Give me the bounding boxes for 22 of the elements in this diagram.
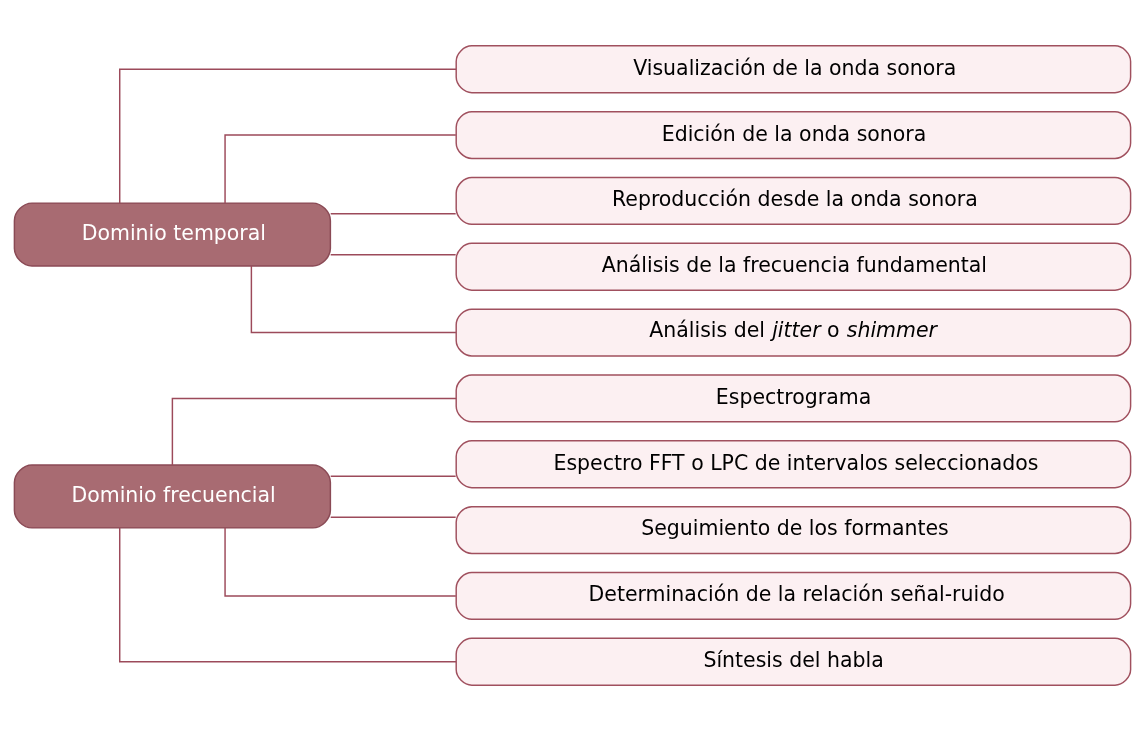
- node-box: Determinación de la relación señal-ruido: [455, 571, 1132, 621]
- connector: [224, 527, 457, 597]
- node-box: Dominio temporal: [13, 202, 332, 267]
- node-box: Espectro FFT o LPC de intervalos seleccionados: [455, 440, 1132, 489]
- connector: [329, 475, 457, 478]
- connector: [329, 253, 457, 256]
- node-box: Análisis de la frecuencia fundamental: [455, 242, 1132, 291]
- node-box: Seguimiento de los formantes: [455, 505, 1132, 555]
- connector: [171, 397, 457, 466]
- node-box: Síntesis del habla: [455, 637, 1132, 686]
- connector: [329, 516, 457, 518]
- node-box: Dominio frecuencial: [13, 464, 332, 529]
- connector: [250, 265, 457, 334]
- node-box: Reproducción desde la onda sonora: [455, 176, 1132, 226]
- node-box: Visualización de la onda sonora: [455, 45, 1132, 94]
- connector: [329, 213, 457, 215]
- connector: [119, 68, 457, 204]
- node-box: Análisis del jitter o shimmer: [455, 308, 1132, 357]
- connector: [224, 134, 457, 204]
- connector: [119, 527, 457, 663]
- node-box: Edición de la onda sonora: [455, 110, 1132, 160]
- node-box: Espectrograma: [455, 374, 1132, 423]
